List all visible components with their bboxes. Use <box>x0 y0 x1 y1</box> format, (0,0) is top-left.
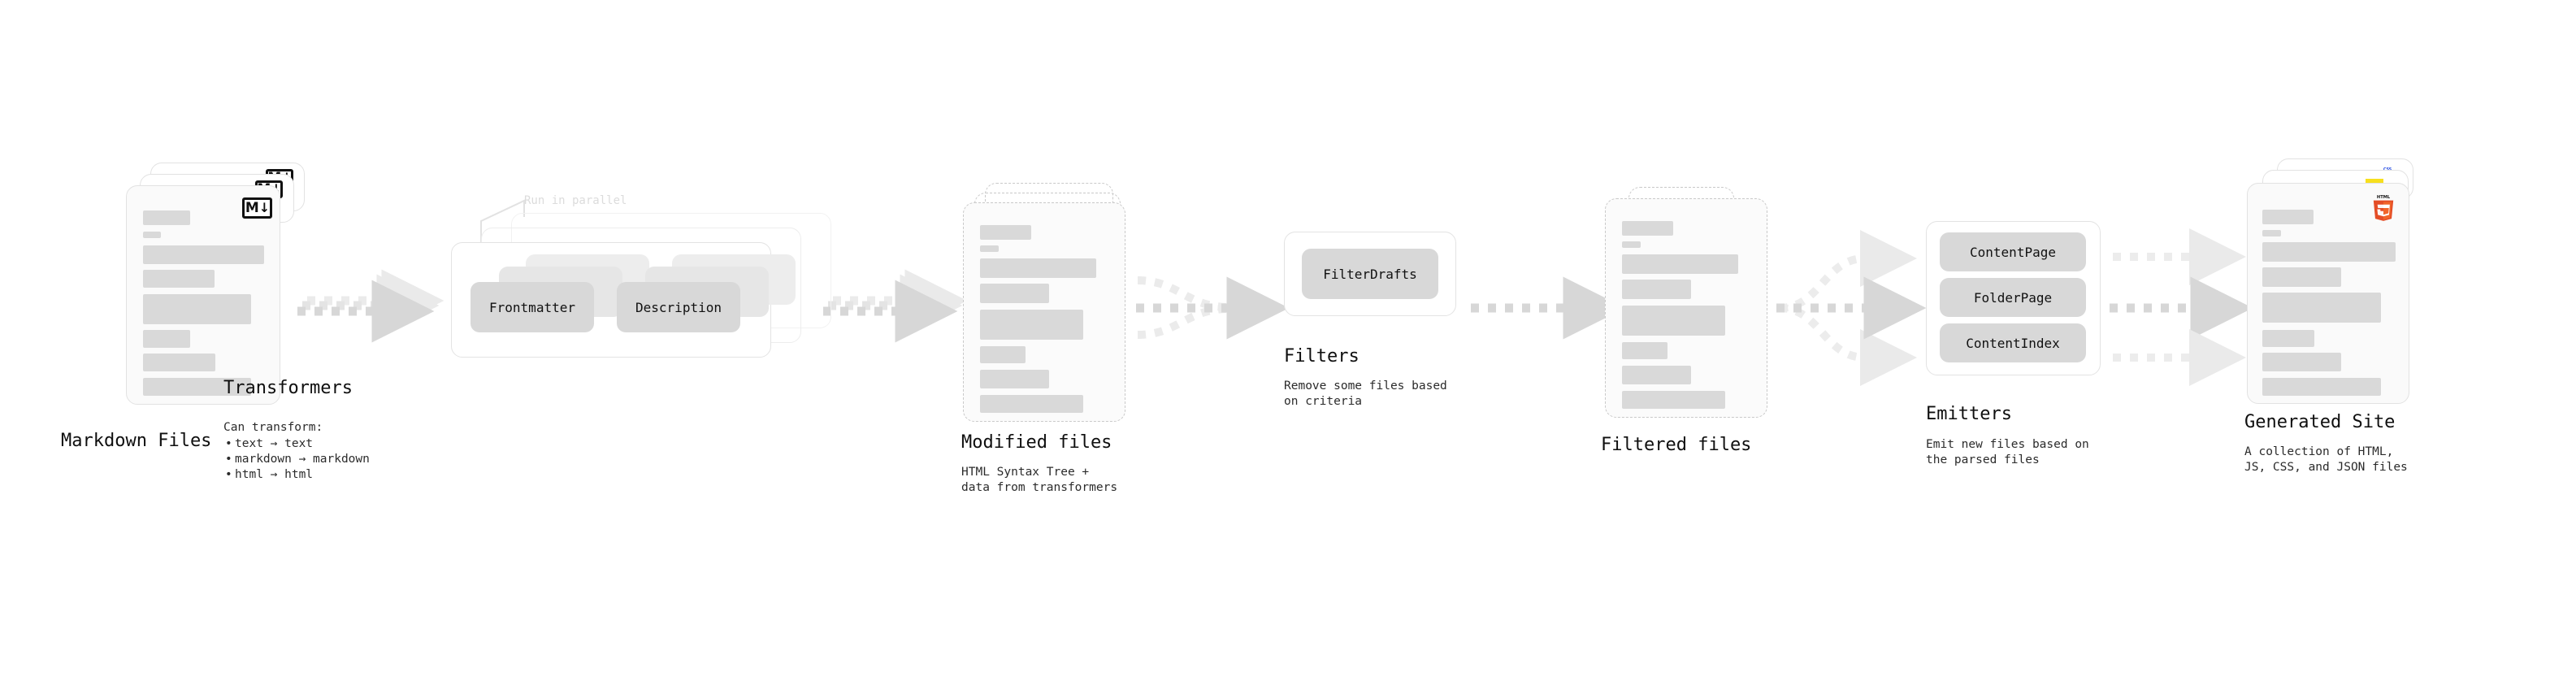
transformers-capabilities: Can transform: text → text markdown → ma… <box>223 420 370 483</box>
emitter-chip-folderpage-label: FolderPage <box>1973 289 2053 306</box>
arrow-transformers-to-modified <box>823 269 968 343</box>
generated-site-title: Generated Site <box>2244 412 2396 432</box>
placeholder-line <box>143 210 190 225</box>
modified-files-subtitle: HTML Syntax Tree + data from transformer… <box>961 466 1118 494</box>
placeholder-line <box>980 310 1083 340</box>
placeholder-line <box>1622 241 1641 248</box>
placeholder-line <box>2262 210 2314 224</box>
modified-files-title: Modified files <box>961 432 1112 453</box>
placeholder-line <box>1622 306 1725 336</box>
placeholder-line <box>980 370 1049 388</box>
markdown-badge-icon: M↓ <box>242 197 272 219</box>
placeholder-line <box>1622 366 1691 384</box>
filters-title: Filters <box>1284 346 1360 367</box>
transformer-chip-description-label: Description <box>635 299 722 315</box>
run-in-parallel-label: Run in parallel <box>524 194 627 207</box>
markdown-badge-letter-3: M <box>245 199 259 216</box>
emitter-chip-folderpage[interactable]: FolderPage <box>1940 278 2086 317</box>
arrow-emitters-to-site <box>2110 228 2253 386</box>
filtered-placeholder-lines <box>1606 199 1767 417</box>
modified-card-front <box>963 202 1125 422</box>
site-card-stack: CSS HTML <box>2247 158 2434 419</box>
markdown-placeholder-lines <box>127 186 280 404</box>
filter-chip-filterdrafts-label: FilterDrafts <box>1323 266 1417 282</box>
arrow-modified-to-filters <box>1136 276 1290 340</box>
placeholder-line <box>143 245 264 264</box>
site-placeholder-lines <box>2248 184 2409 403</box>
placeholder-line <box>980 346 1026 363</box>
arrow-filtered-to-emitters <box>1776 230 1927 386</box>
stage-filtered-files: Filtered files <box>1601 187 1784 455</box>
filters-subtitle: Remove some files based on criteria <box>1284 380 1447 408</box>
filtered-card-front <box>1605 198 1767 418</box>
transformer-chip-frontmatter-label: Frontmatter <box>489 299 575 315</box>
placeholder-line <box>143 354 215 371</box>
modified-placeholder-lines <box>964 203 1125 421</box>
placeholder-line <box>980 225 1031 240</box>
svg-text:HTML: HTML <box>2377 195 2391 200</box>
filtered-files-title: Filtered files <box>1601 435 1752 455</box>
transformers-title: Transformers <box>223 378 353 398</box>
placeholder-line <box>143 294 251 324</box>
generated-site-subtitle: A collection of HTML, JS, CSS, and JSON … <box>2244 445 2408 474</box>
placeholder-line <box>2262 330 2314 347</box>
placeholder-line <box>2262 230 2281 236</box>
transformers-list-item: text → text <box>225 436 370 452</box>
html5-icon: HTML <box>2373 195 2394 221</box>
markdown-badge-arrow-3: ↓ <box>258 200 270 215</box>
placeholder-line <box>1622 391 1725 409</box>
emitter-chip-contentindex[interactable]: ContentIndex <box>1940 323 2086 362</box>
transformers-list: text → text markdown → markdown html → h… <box>223 436 370 483</box>
placeholder-line <box>2262 293 2381 323</box>
placeholder-line <box>143 270 215 288</box>
placeholder-line <box>143 378 251 396</box>
placeholder-line <box>1622 342 1667 359</box>
transformer-chip-frontmatter[interactable]: Frontmatter <box>471 282 594 332</box>
markdown-files-title: Markdown Files <box>61 431 212 451</box>
placeholder-line <box>1622 280 1691 299</box>
placeholder-line <box>2262 353 2341 371</box>
transformer-chip-description[interactable]: Description <box>617 282 740 332</box>
filtered-card-stack <box>1605 187 1784 431</box>
emitter-chip-contentindex-label: ContentIndex <box>1966 335 2060 351</box>
stage-generated-site: CSS HTML <box>2244 158 2434 474</box>
placeholder-line <box>1622 254 1738 274</box>
placeholder-line <box>980 395 1083 413</box>
filter-chip-filterdrafts[interactable]: FilterDrafts <box>1302 249 1438 299</box>
placeholder-line <box>980 284 1049 303</box>
transformers-list-item: html → html <box>225 467 370 483</box>
emitter-chip-contentpage[interactable]: ContentPage <box>1940 232 2086 271</box>
markdown-card-front: M↓ <box>126 185 280 405</box>
placeholder-line <box>980 258 1096 278</box>
placeholder-line <box>2262 378 2381 396</box>
emitter-chip-contentpage-label: ContentPage <box>1970 244 2056 260</box>
placeholder-line <box>143 232 161 238</box>
placeholder-line <box>2262 267 2341 287</box>
markdown-card-stack: M↓ M↓ M↓ <box>126 163 313 423</box>
placeholder-line <box>980 245 999 252</box>
site-card-front: HTML <box>2247 183 2409 404</box>
transformers-list-item: markdown → markdown <box>225 452 370 467</box>
transformers-list-header: Can transform: <box>223 421 323 434</box>
stage-markdown-files: M↓ M↓ M↓ <box>61 163 313 451</box>
placeholder-line <box>143 330 190 348</box>
modified-card-stack <box>963 183 1142 427</box>
emitters-subtitle: Emit new files based on the parsed files <box>1926 438 2089 466</box>
stage-modified-files: Modified files HTML Syntax Tree + data f… <box>961 183 1142 494</box>
emitters-title: Emitters <box>1926 404 2012 424</box>
placeholder-line <box>1622 221 1673 236</box>
placeholder-line <box>2262 242 2396 262</box>
